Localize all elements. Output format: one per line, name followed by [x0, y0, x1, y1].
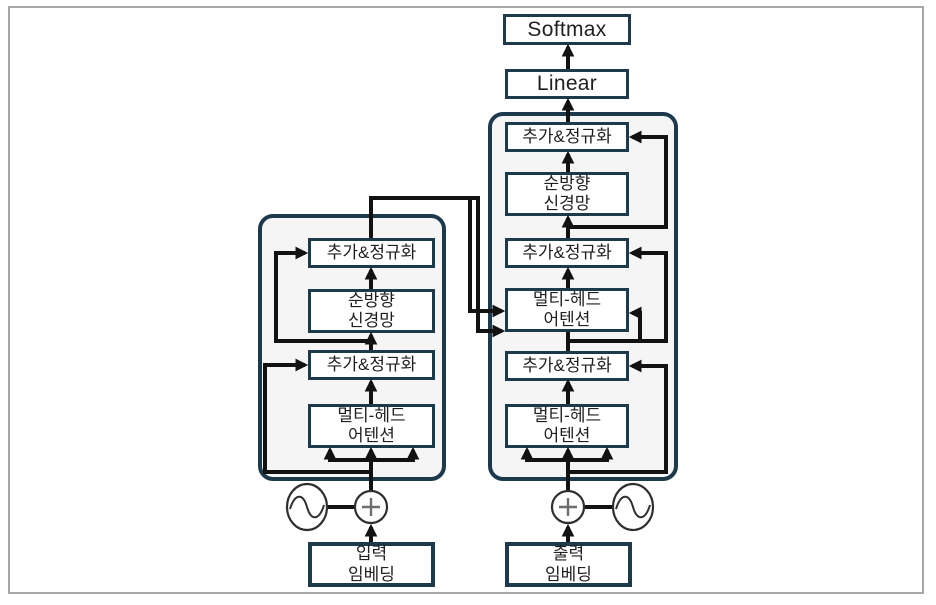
decoder-feed-forward-box: 순방향 신경망	[505, 172, 629, 216]
linear-label: Linear	[536, 72, 598, 96]
decoder-self-attention-label-line1: 멀티-헤드	[532, 405, 602, 425]
encoder-self-attention-label-line2: 어텐션	[348, 426, 395, 445]
decoder-add-norm-top-box: 추가&정규화	[505, 122, 629, 152]
encoder-add-norm-top-box: 추가&정규화	[308, 238, 435, 268]
encoder-add-norm-bottom-box: 추가&정규화	[308, 350, 435, 380]
decoder-add-norm-middle-box: 추가&정규화	[505, 238, 629, 268]
softmax-box: Softmax	[503, 14, 631, 45]
decoder-add-norm-top-label: 추가&정규화	[522, 126, 612, 146]
output-embedding-box: 출력 임베딩	[505, 542, 632, 587]
decoder-self-attention-box: 멀티-헤드 어텐션	[505, 404, 629, 448]
decoder-cross-attention-box: 멀티-헤드 어텐션	[505, 288, 629, 332]
softmax-label: Softmax	[527, 17, 607, 41]
input-embedding-label-line1: 입력	[355, 544, 388, 564]
input-embedding-label-line2: 임베딩	[348, 564, 395, 584]
decoder-ffn-label-line2: 신경망	[543, 194, 591, 213]
output-embedding-label-line1: 출력	[552, 544, 585, 564]
decoder-add-norm-bottom-label: 추가&정규화	[522, 355, 612, 375]
decoder-cross-attention-label-line1: 멀티-헤드	[532, 289, 602, 309]
decoder-add-norm-middle-label: 추가&정규화	[522, 242, 612, 262]
linear-box: Linear	[505, 69, 629, 99]
input-embedding-box: 입력 임베딩	[308, 542, 435, 587]
output-embedding-label-line2: 임베딩	[545, 564, 592, 584]
encoder-self-attention-box: 멀티-헤드 어텐션	[308, 404, 435, 448]
encoder-add-norm-top-label: 추가&정규화	[326, 242, 417, 262]
diagram-outer-border	[8, 6, 924, 594]
decoder-add-norm-bottom-box: 추가&정규화	[505, 351, 629, 381]
decoder-ffn-label-line1: 순방향	[543, 173, 591, 193]
encoder-self-attention-label-line1: 멀티-헤드	[337, 405, 406, 425]
encoder-ffn-label-line1: 순방향	[348, 290, 395, 310]
encoder-ffn-label-line2: 신경망	[348, 311, 395, 330]
encoder-add-norm-bottom-label: 추가&정규화	[326, 354, 417, 374]
encoder-feed-forward-box: 순방향 신경망	[308, 289, 435, 333]
decoder-cross-attention-label-line2: 어텐션	[543, 310, 591, 329]
decoder-self-attention-label-line2: 어텐션	[543, 426, 591, 445]
